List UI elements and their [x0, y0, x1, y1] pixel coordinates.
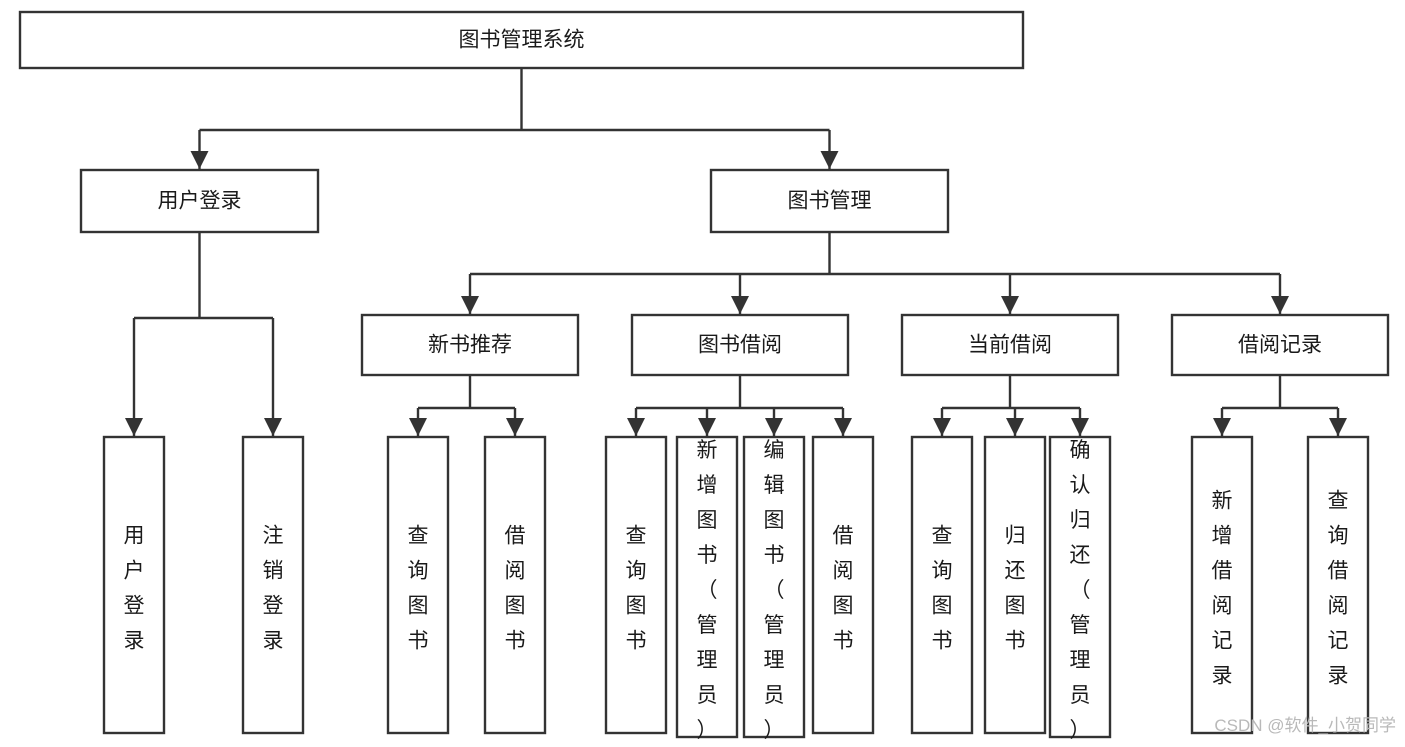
arrow-head-icon	[1329, 418, 1347, 436]
node-box-leaf-borrow-book-1	[483, 435, 547, 735]
node-box-leaf-edit-book-admin	[742, 435, 806, 739]
node-box-leaf-query-borrow-record	[1306, 435, 1370, 735]
arrow-head-icon	[264, 418, 282, 436]
node-leaf-add-borrow-record[interactable]: 新增借阅记录	[1190, 435, 1254, 735]
node-box-leaf-add-book-admin	[675, 435, 739, 739]
node-leaf-query-book-1[interactable]: 查询图书	[386, 435, 450, 735]
node-box-leaf-return-book	[983, 435, 1047, 735]
node-label-leaf-logout: 注销登录	[263, 524, 284, 652]
csdn-watermark: CSDN @软件_小贺同学	[1214, 716, 1396, 735]
node-leaf-borrow-book-1[interactable]: 借阅图书	[483, 435, 547, 735]
node-label-leaf-return-book: 归还图书	[1005, 524, 1026, 652]
node-label-leaf-query-book-2: 查询图书	[626, 524, 647, 652]
node-leaf-query-book-3[interactable]: 查询图书	[910, 435, 974, 735]
arrow-head-icon	[1006, 418, 1024, 436]
node-user-login[interactable]: 用户登录	[79, 168, 320, 234]
node-label-leaf-add-book-admin: 新增图书（管理员）	[697, 439, 718, 742]
node-label-leaf-user-login: 用户登录	[124, 524, 145, 652]
arrow-head-icon	[698, 418, 716, 436]
node-label-book-borrow: 图书借阅	[698, 334, 782, 357]
node-label-leaf-confirm-return-admin: 确认归还（管理员）	[1070, 439, 1091, 742]
node-box-leaf-add-borrow-record	[1190, 435, 1254, 735]
node-box-leaf-logout	[241, 435, 305, 735]
arrow-head-icon	[1213, 418, 1231, 436]
node-box-leaf-query-book-3	[910, 435, 974, 735]
node-leaf-user-login[interactable]: 用户登录	[102, 435, 166, 735]
arrow-head-icon	[506, 418, 524, 436]
arrow-head-icon	[125, 418, 143, 436]
node-box-new-book-recommend	[360, 313, 580, 377]
arrow-head-icon	[190, 151, 209, 169]
arrow-head-icon	[1001, 296, 1019, 314]
node-book-borrow[interactable]: 图书借阅	[630, 313, 850, 377]
node-box-current-borrow	[900, 313, 1120, 377]
node-leaf-query-borrow-record[interactable]: 查询借阅记录	[1306, 435, 1370, 735]
node-label-root: 图书管理系统	[459, 29, 585, 52]
node-book-manage[interactable]: 图书管理	[709, 168, 950, 234]
node-label-borrow-record: 借阅记录	[1238, 334, 1322, 357]
node-box-leaf-query-book-2	[604, 435, 668, 735]
node-box-borrow-record	[1170, 313, 1390, 377]
node-leaf-confirm-return-admin[interactable]: 确认归还（管理员）	[1048, 435, 1112, 742]
node-current-borrow[interactable]: 当前借阅	[900, 313, 1120, 377]
node-leaf-return-book[interactable]: 归还图书	[983, 435, 1047, 735]
arrow-head-icon	[933, 418, 951, 436]
node-box-user-login	[79, 168, 320, 234]
node-label-leaf-borrow-book-1: 借阅图书	[505, 524, 526, 652]
arrow-head-icon	[627, 418, 645, 436]
node-box-leaf-confirm-return-admin	[1048, 435, 1112, 739]
node-new-book-recommend[interactable]: 新书推荐	[360, 313, 580, 377]
node-layer: 图书管理系统用户登录图书管理新书推荐图书借阅当前借阅借阅记录用户登录注销登录查询…	[18, 10, 1390, 742]
node-leaf-query-book-2[interactable]: 查询图书	[604, 435, 668, 735]
node-label-user-login: 用户登录	[158, 190, 242, 213]
node-borrow-record[interactable]: 借阅记录	[1170, 313, 1390, 377]
node-root[interactable]: 图书管理系统	[18, 10, 1025, 70]
node-box-leaf-query-book-1	[386, 435, 450, 735]
node-label-leaf-query-book-1: 查询图书	[408, 524, 429, 652]
node-leaf-edit-book-admin[interactable]: 编辑图书（管理员）	[742, 435, 806, 742]
arrow-head-icon	[1071, 418, 1089, 436]
arrow-head-icon	[731, 296, 749, 314]
node-leaf-logout[interactable]: 注销登录	[241, 435, 305, 735]
node-leaf-add-book-admin[interactable]: 新增图书（管理员）	[675, 435, 739, 742]
arrow-head-icon	[1271, 296, 1289, 314]
node-label-leaf-edit-book-admin: 编辑图书（管理员）	[764, 439, 785, 742]
node-label-leaf-query-book-3: 查询图书	[932, 524, 953, 652]
node-label-leaf-add-borrow-record: 新增借阅记录	[1212, 489, 1233, 687]
arrow-head-icon	[409, 418, 427, 436]
arrow-head-icon	[765, 418, 783, 436]
arrow-head-icon	[834, 418, 852, 436]
node-leaf-borrow-book-2[interactable]: 借阅图书	[811, 435, 875, 735]
node-box-book-manage	[709, 168, 950, 234]
node-label-new-book-recommend: 新书推荐	[428, 334, 512, 357]
node-label-leaf-query-borrow-record: 查询借阅记录	[1328, 489, 1349, 687]
arrow-head-icon	[820, 151, 839, 169]
node-label-current-borrow: 当前借阅	[968, 334, 1052, 357]
node-label-leaf-borrow-book-2: 借阅图书	[833, 524, 854, 652]
node-box-leaf-user-login	[102, 435, 166, 735]
node-box-book-borrow	[630, 313, 850, 377]
connector-layer	[125, 68, 1347, 436]
arrow-head-icon	[461, 296, 479, 314]
node-box-leaf-borrow-book-2	[811, 435, 875, 735]
node-label-book-manage: 图书管理	[788, 190, 872, 213]
node-box-root	[18, 10, 1025, 70]
